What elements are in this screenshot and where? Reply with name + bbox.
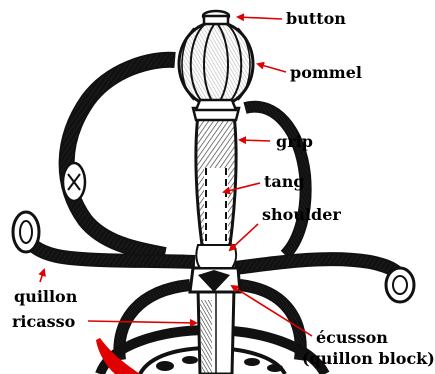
label-shoulder: shoulder (262, 206, 341, 224)
button-arrow (238, 17, 282, 19)
label-ecusson: écusson (316, 329, 388, 347)
label-quillon-block: (quillon block) (302, 350, 435, 368)
label-quillon: quillon (14, 288, 77, 306)
ecusson-block (190, 268, 240, 292)
button (203, 11, 229, 24)
ricasso-arrow (88, 321, 196, 323)
label-grip: grip (276, 133, 313, 151)
quillon-arrow (40, 270, 44, 282)
grip (193, 108, 239, 268)
knuckle-guard (63, 60, 175, 255)
pommel (179, 22, 253, 110)
label-ricasso: ricasso (12, 313, 75, 331)
pommel-arrow (258, 64, 286, 72)
grip-arrow (240, 140, 270, 141)
label-pommel: pommel (290, 64, 362, 82)
shoulder-arrow (230, 224, 258, 250)
label-button: button (286, 10, 346, 28)
ricasso (198, 288, 234, 374)
label-tang: tang (264, 173, 305, 191)
